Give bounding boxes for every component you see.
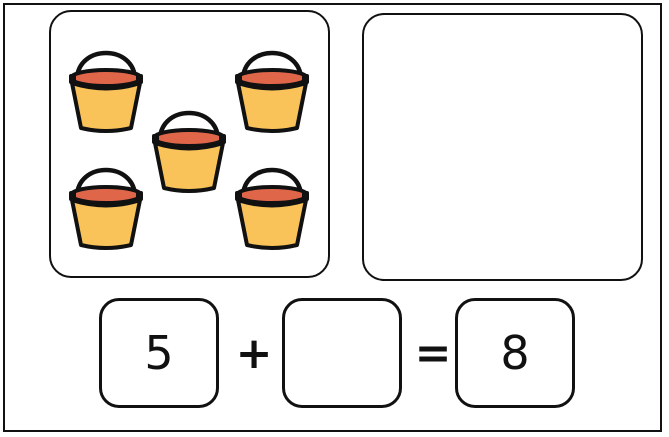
first-number-box: 5 bbox=[99, 298, 219, 408]
sand-bucket-icon bbox=[233, 38, 311, 133]
missing-number-box[interactable] bbox=[282, 298, 402, 408]
plus-sign: + bbox=[235, 327, 273, 379]
sand-bucket-icon bbox=[150, 98, 228, 193]
sand-bucket-icon bbox=[233, 155, 311, 250]
picture-panel bbox=[49, 10, 330, 278]
answer-drawing-panel[interactable] bbox=[362, 13, 643, 281]
sand-bucket-icon bbox=[67, 155, 145, 250]
sand-bucket-icon bbox=[67, 38, 145, 133]
result-number-box: 8 bbox=[455, 298, 575, 408]
equals-sign: = bbox=[414, 327, 452, 379]
